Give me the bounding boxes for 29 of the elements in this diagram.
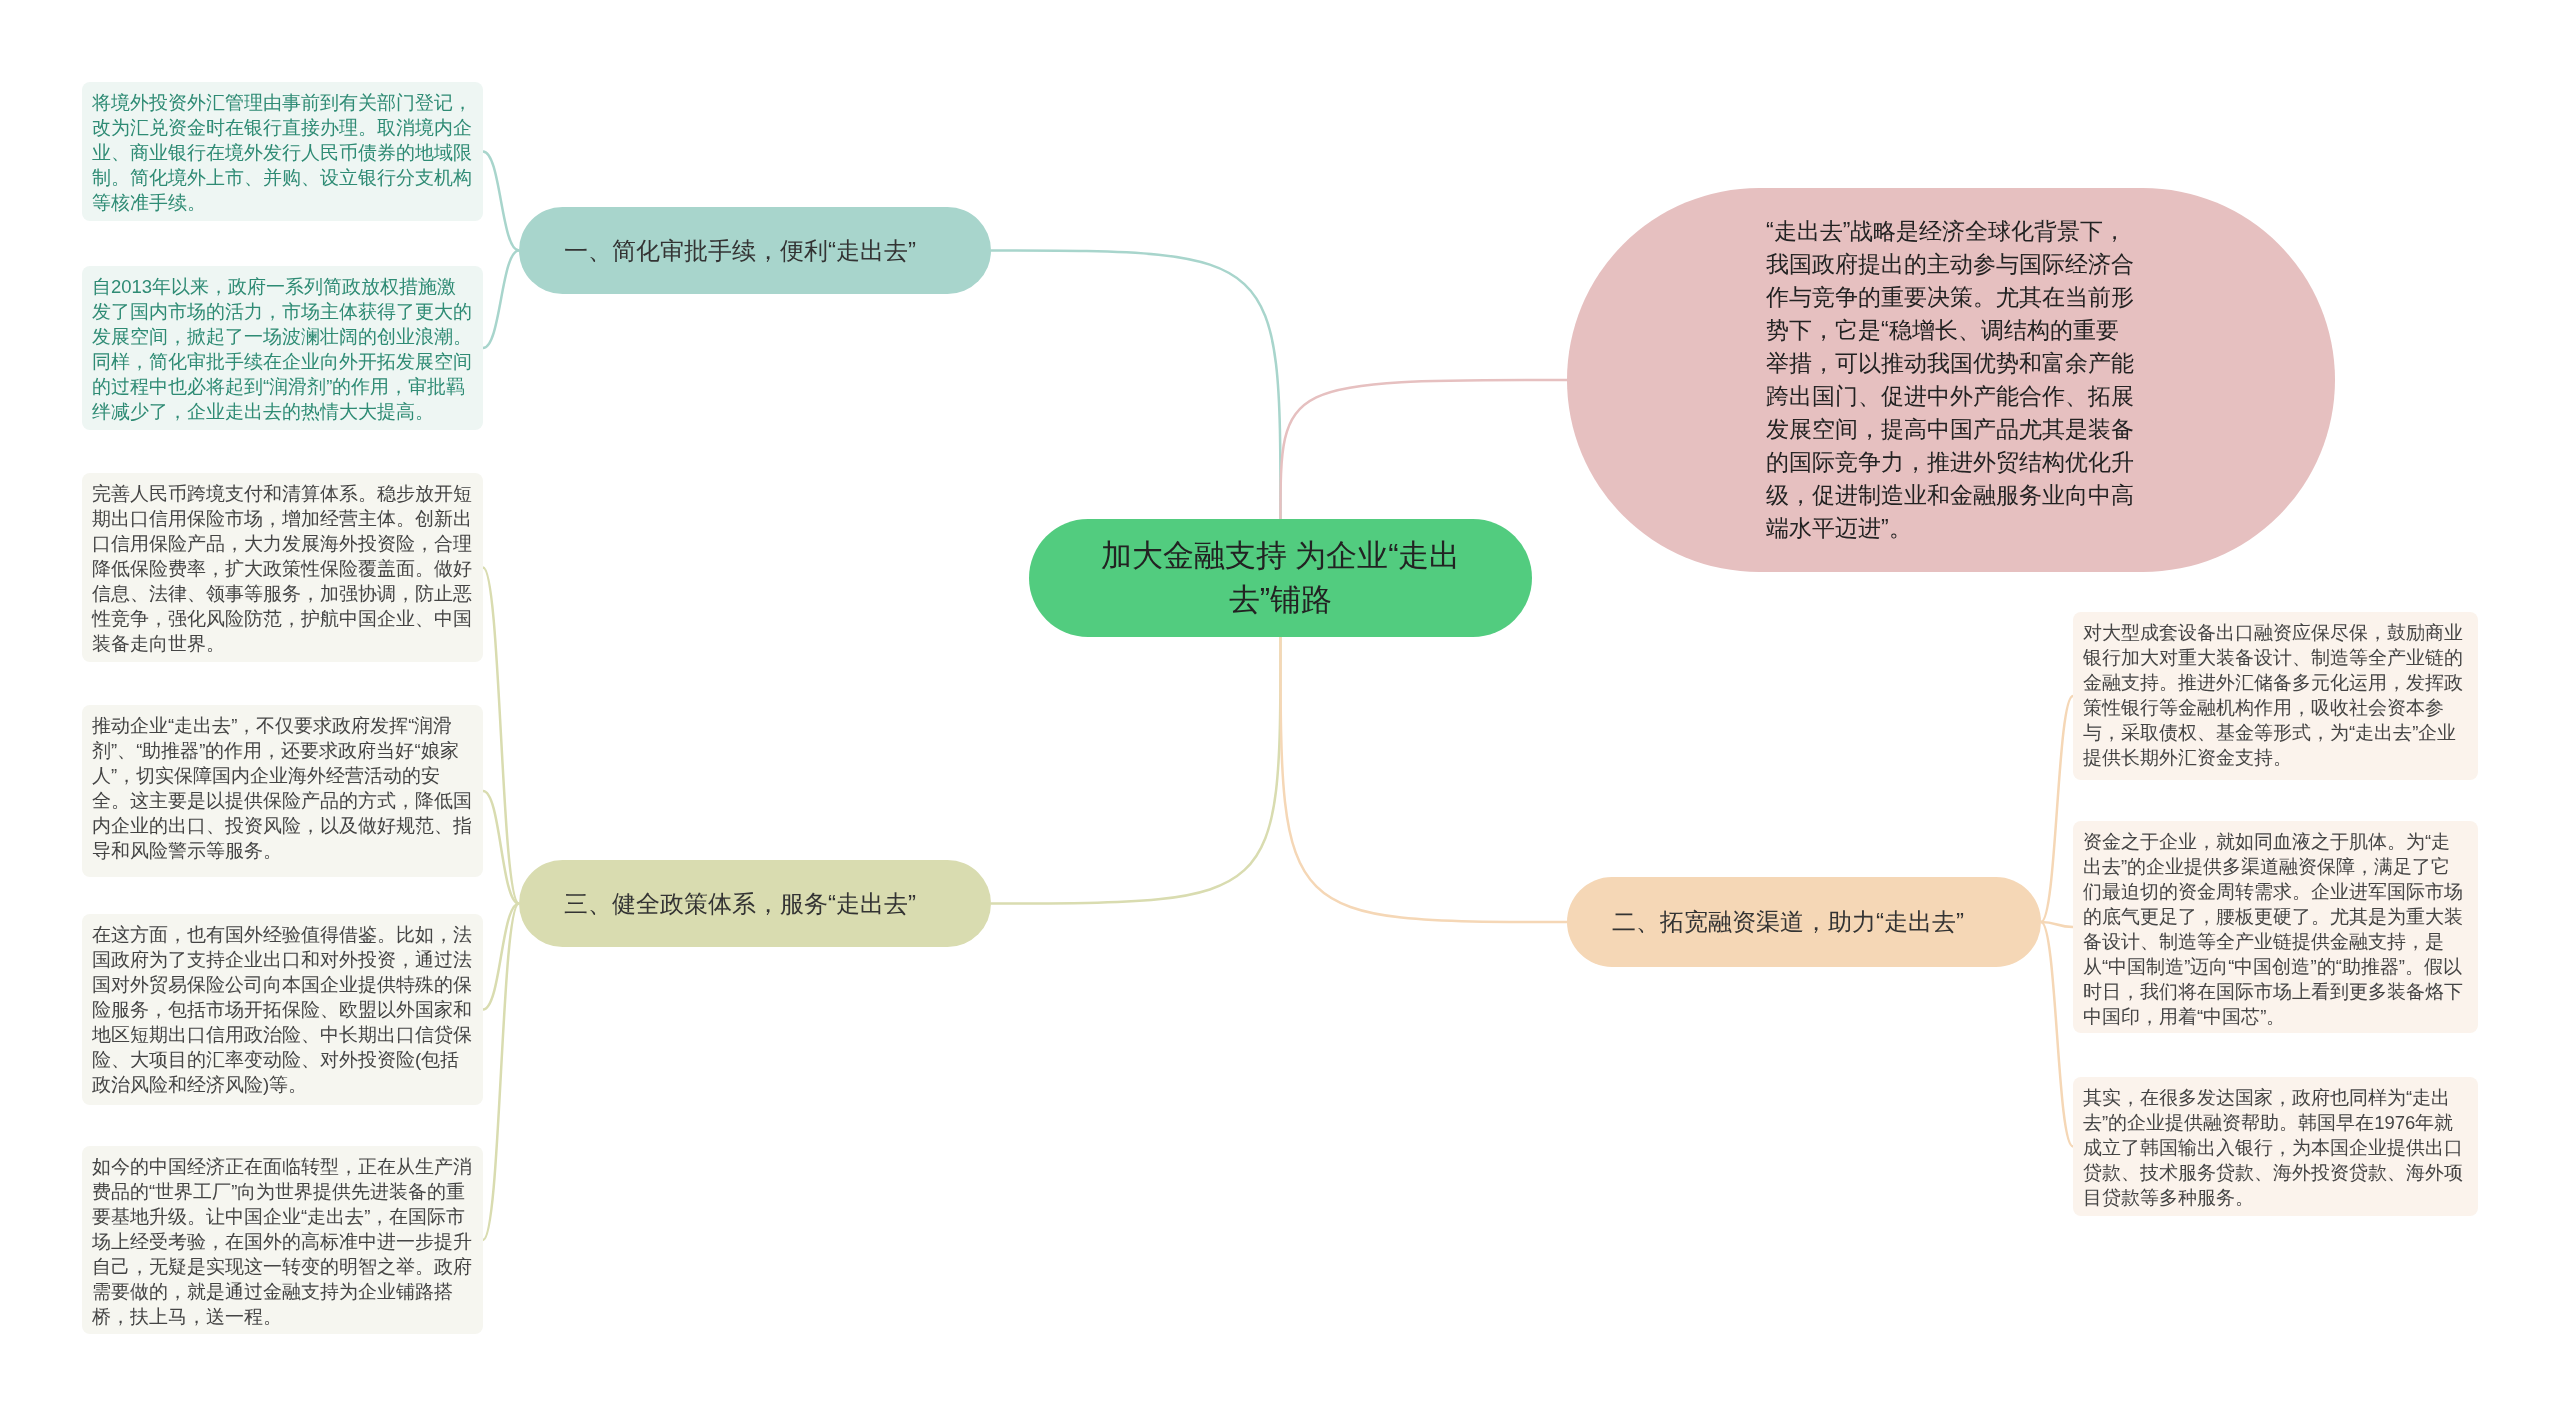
connector-line <box>1279 637 1567 924</box>
topic-text: 其实，在很多发达国家，政府也同样为“走出去”的企业提供融资帮助。韩国早在1976年就成立了韩国输出入银行，为本国企业提供出口贷款、技术服务贷款、海外投资贷款、海外项目贷款等多种服务。 <box>2083 1086 2464 1210</box>
subtopic-card <box>2073 1077 2478 1216</box>
subtopic-card <box>2073 612 2478 780</box>
topic-text: 加大金融支持 为企业“走出去”铺路 <box>1099 537 1462 619</box>
topic-text: 完善人民币跨境支付和清算体系。稳步放开短期出口信用保险市场，增加经营主体。创新出口信用保险产品，大力发展海外投资险，合理降低保险费率，扩大政策性保险覆盖面。做好信息、法律、领事等服务，加强协调，防止恶性竞争，强化风险防范，护航中国企业、中国装备走向世界。 <box>92 482 473 656</box>
connector-line <box>1279 378 1567 519</box>
topic-text: 在这方面，也有国外经验值得借鉴。比如，法国政府为了支持企业出口和对外投资，通过法国对外贸易保险公司向本国企业提供特殊的保险服务，包括市场开拓保险、欧盟以外国家和地区短期出口信用政治险、中长期出口信贷保险、大项目的汇率变动险、对外投资险(包括政治风险和经济风险)等。 <box>92 923 473 1097</box>
topic-text: 推动企业“走出去”，不仅要求政府发挥“润滑剂”、“助推器”的作用，还要求政府当好“娘家人”，切实保障国内企业海外经营活动的安全。这主要是以提供保险产品的方式，降低国内企业的出口、投资风险，以及做好规范、指导和风险警示等服务。 <box>92 714 473 863</box>
connector-line <box>481 902 521 1241</box>
topic-text: 如今的中国经济正在面临转型，正在从生产消费品的“世界工厂”向为世界提供先进装备的重要基地升级。让中国企业“走出去”，在国际市场上经受考验，在国外的高标准中进一步提升自己，无疑是实现这一转变的明智之举。政府需要做的，就是通过金融支持为企业铺路搭桥，扶上马，送一程。 <box>92 1155 473 1329</box>
subtopic-card <box>82 82 483 221</box>
topic-text: 一、简化审批手续，便利“走出去” <box>564 235 916 266</box>
topic-text: 资金之于企业，就如同血液之于肌体。为“走出去”的企业提供多渠道融资保障，满足了它们最迫切的资金周转需求。企业进军国际市场的底气更足了，腰板更硬了。尤其是为重大装备设计、制造等全产业链提供金融支持，是从“中国制造”迈向“中国创造”的“助推器”。假以时日，我们将在国际市场上看到更多装备烙下中国印，用着“中国芯”。 <box>2083 830 2464 1029</box>
connector-line <box>2040 921 2074 1148</box>
connector-line <box>482 902 520 1011</box>
topic-text: “走出去”战略是经济全球化背景下，我国政府提出的主动参与国际经济合作与竞争的重要决策。尤其在当前形势下，它是“稳增长、调结构的重要举措，可以推动我国优势和富余产能跨出国门、促进中外产能合作、拓展发展空间，提高中国产品尤其是装备的国际竞争力，推进外贸结构优化升级，促进制造业和金融服务业向中高端水平迈进”。 <box>1766 217 2135 543</box>
topic-text: 二、拓宽融资渠道，助力“走出去” <box>1612 907 1964 937</box>
subtopic-card <box>82 705 483 877</box>
connector-line <box>482 789 520 905</box>
connector-line <box>2040 695 2074 923</box>
connector-line <box>482 150 520 252</box>
topic-text: 对大型成套设备出口融资应保尽保，鼓励商业银行加大对重大装备设计、制造等全产业链的金融支持。推进外汇储备多元化运用，发挥政策性银行等金融机构作用，吸收社会资本参与，采取债权、基金等形式，为“走出去”企业提供长期外汇资金支持。 <box>2083 621 2464 770</box>
connector-line <box>482 249 520 350</box>
topic-text: 自2013年以来，政府一系列简政放权措施激发了国内市场的活力，市场主体获得了更大的发展空间，掀起了一场波澜壮阔的创业浪潮。同样，简化审批手续在企业向外开拓发展空间的过程中也必将起到“润滑剂”的作用，审批羁绊减少了，企业走出去的热情大大提高。 <box>92 275 473 424</box>
topic-text: 三、健全政策体系，服务“走出去” <box>564 888 916 919</box>
topic-text: 将境外投资外汇管理由事前到有关部门登记，改为汇兑资金时在银行直接办理。取消境内企业、商业银行在境外发行人民币债券的地域限制。简化境外上市、并购、设立银行分支机构等核准手续。 <box>92 91 473 215</box>
connector-line <box>2040 920 2074 929</box>
connector-line <box>481 566 521 905</box>
